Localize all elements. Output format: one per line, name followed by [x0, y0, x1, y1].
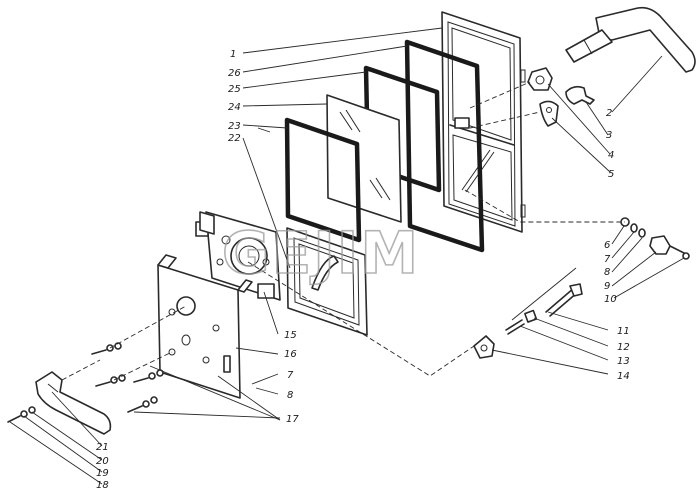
- callout-9: 9: [604, 281, 610, 292]
- bolts-17: [91, 342, 164, 413]
- callout-18: 18: [96, 480, 109, 491]
- callout-17: 17: [286, 414, 299, 425]
- door-handle-icon: [565, 6, 696, 73]
- callout-12: 12: [617, 342, 630, 353]
- callout-23: 23: [228, 121, 241, 132]
- callout-10: 10: [604, 294, 617, 305]
- bracket-16: [157, 254, 253, 399]
- seal-26: [404, 39, 485, 253]
- window-frame-icon: [441, 11, 526, 233]
- leader-lines: [9, 27, 685, 485]
- callout-13: 13: [617, 356, 630, 367]
- assembly-line-e: [109, 305, 187, 349]
- assembly-line-c: [469, 111, 541, 129]
- callout-3: 3: [606, 130, 612, 141]
- callout-14: 14: [617, 371, 630, 382]
- inner-handle-21: [35, 371, 112, 435]
- callout-19: 19: [96, 468, 109, 479]
- latch-plate-15: [195, 211, 281, 301]
- callout-21: 21: [96, 442, 109, 453]
- assembly-line-d: [247, 261, 475, 377]
- callout-8a: 8: [604, 267, 610, 278]
- watermark: GEJIM: [222, 219, 420, 287]
- fastener-stack-11-14: [473, 283, 583, 359]
- assembly-line-g: [61, 359, 101, 381]
- sliding-window-22: [286, 227, 368, 336]
- callout-25: 25: [228, 84, 241, 95]
- callout-7a: 7: [604, 254, 611, 265]
- callout-1: 1: [230, 49, 236, 60]
- callout-22: 22: [228, 133, 241, 144]
- callout-labels: 1 26 25 24 23 22 2 3 4 5 6 7 8 9 10 11 1…: [96, 49, 630, 491]
- assembly-line-f: [113, 351, 173, 381]
- callout-16: 16: [284, 349, 297, 360]
- callout-4: 4: [608, 150, 614, 161]
- callout-7b: 7: [287, 370, 294, 381]
- screw-parts-18-20: [7, 406, 36, 423]
- callout-24: 24: [228, 102, 241, 113]
- latch-5: [539, 100, 559, 127]
- fastener-stack-6-10: [620, 217, 690, 260]
- callout-5: 5: [608, 169, 614, 180]
- split-line: [511, 267, 577, 321]
- callout-8b: 8: [287, 390, 293, 401]
- callout-26: 26: [228, 68, 241, 79]
- callout-2: 2: [606, 108, 612, 119]
- callout-15: 15: [284, 330, 297, 341]
- glass-24: [326, 94, 402, 223]
- seal-23: [284, 117, 362, 243]
- rosette-4: [527, 67, 553, 91]
- key-spring-3: [565, 85, 595, 105]
- callout-6: 6: [604, 240, 610, 251]
- callout-11: 11: [617, 326, 630, 337]
- callout-20: 20: [96, 456, 109, 467]
- assembly-line-b: [469, 81, 531, 109]
